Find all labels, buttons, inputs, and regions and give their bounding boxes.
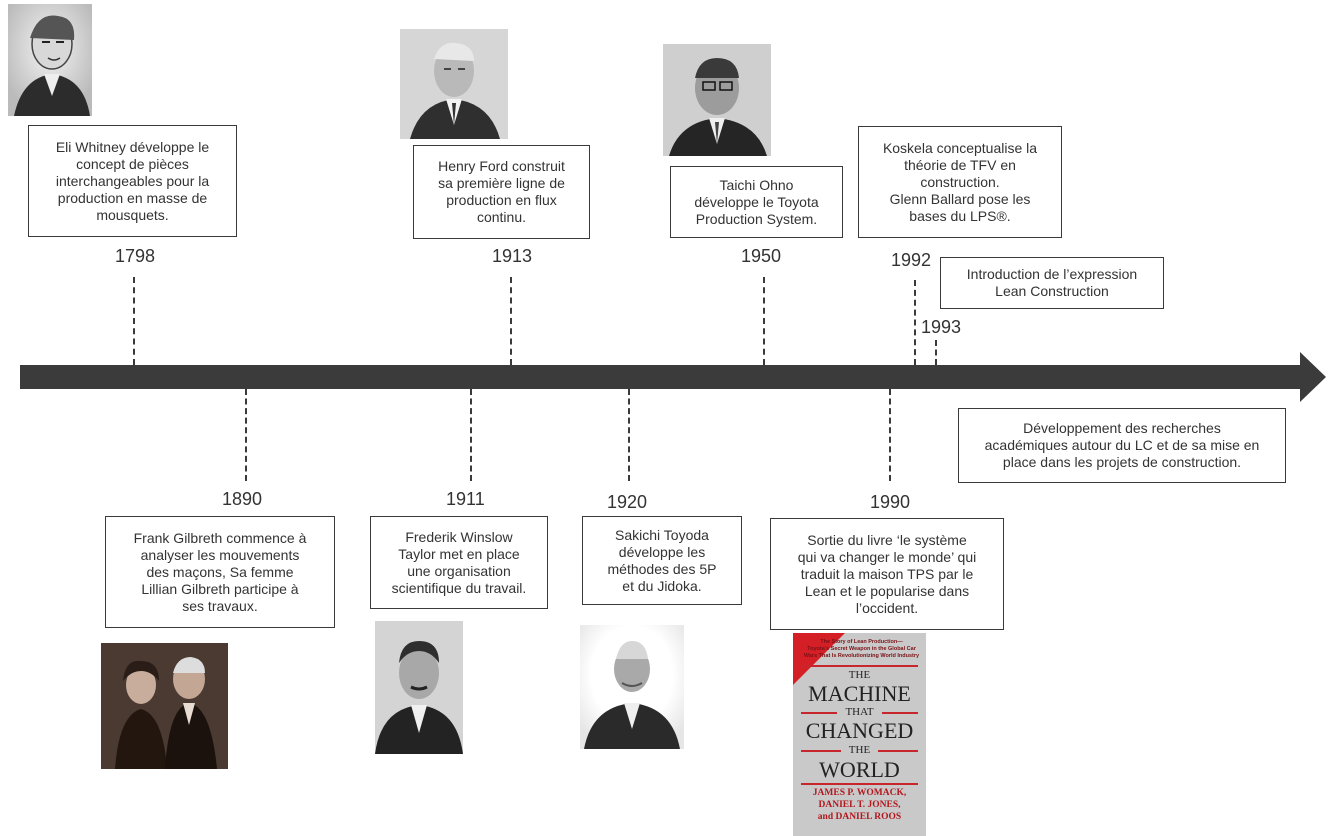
portrait-sakichi-toyoda — [580, 625, 684, 749]
event-line: bases du LPS®. — [909, 207, 1011, 224]
book-rule — [801, 712, 837, 714]
event-box-1992: Koskela conceptualise la théorie de TFV … — [858, 126, 1062, 238]
event-line: académiques autour du LC et de sa mise e… — [984, 437, 1260, 453]
book-rule — [801, 750, 841, 752]
event-line: Introduction de l’expression — [966, 266, 1138, 282]
book-subtitle-line: Toyota's Secret Weapon in the Global Car — [807, 646, 916, 652]
event-box-1911: Frederik Winslow Taylor met en place une… — [370, 516, 548, 609]
book-rule — [801, 783, 918, 785]
event-box-1950: Taichi Ohno développe le Toyota Producti… — [670, 166, 843, 238]
portrait-taichi-ohno — [663, 44, 771, 156]
event-line: Sortie du livre ‘le système — [807, 531, 967, 548]
book-title-the: THE — [848, 669, 871, 681]
book-cover-machine-that-changed-the-world: The Story of Lean Production— Toyota's S… — [793, 633, 926, 836]
event-line: traduit la maison TPS par le — [800, 565, 974, 582]
event-line: Taylor met en place — [398, 545, 520, 562]
event-line: concept de pièces — [76, 155, 189, 172]
book-corner-tag — [793, 633, 845, 685]
year-1890: 1890 — [222, 489, 263, 509]
book-rule — [801, 665, 918, 667]
year-1950: 1950 — [741, 246, 782, 266]
event-box-1890: Frank Gilbreth commence à analyser les m… — [105, 516, 335, 628]
event-line: production en masse de — [57, 189, 208, 206]
event-line: Production System. — [695, 210, 818, 227]
year-1911: 1911 — [446, 489, 485, 509]
event-line: Koskela conceptualise la — [882, 139, 1038, 156]
event-line: Développement des recherches — [1023, 420, 1221, 436]
event-line: continu. — [476, 209, 527, 225]
event-line: des maçons, Sa femme — [146, 563, 294, 580]
book-subtitle: The Story of Lean Production— Toyota's S… — [801, 639, 922, 660]
event-line: méthodes des 5P — [607, 560, 717, 577]
event-line: Sakichi Toyoda — [615, 526, 709, 543]
book-author-line: JAMES P. WOMACK, — [812, 788, 907, 798]
event-line: production en flux — [446, 192, 557, 208]
event-line: Lean et le popularise dans — [804, 582, 970, 599]
portrait-gilbreth-couple — [101, 643, 228, 769]
book-author-line: DANIEL T. JONES, — [818, 800, 901, 810]
event-line: Frank Gilbreth commence à — [133, 529, 307, 546]
connector-1798 — [133, 277, 135, 365]
year-1798: 1798 — [115, 246, 156, 266]
connector-1913 — [510, 277, 512, 365]
book-title-that: THAT — [845, 706, 874, 718]
connector-1920 — [628, 389, 630, 481]
portrait-frederick-taylor — [375, 621, 463, 754]
book-title-world: WORLD — [819, 757, 900, 782]
timeline-arrow — [20, 352, 1326, 402]
book-title-the-2: THE — [848, 744, 871, 756]
year-1990: 1990 — [870, 492, 911, 512]
event-line: qui va changer le monde’ qui — [797, 548, 977, 565]
event-line: Lean Construction — [995, 283, 1109, 299]
event-line: développe le Toyota — [694, 193, 819, 210]
year-1993: 1993 — [921, 317, 962, 337]
event-box-1913: Henry Ford construit sa première ligne d… — [413, 145, 590, 239]
book-subtitle-line: Wars That Is Revolutionizing World Indus… — [803, 653, 920, 659]
year-1920: 1920 — [607, 492, 648, 512]
event-line: l’occident. — [855, 599, 919, 616]
book-title-machine: MACHINE — [808, 681, 911, 706]
portrait-eli-whitney — [8, 4, 92, 116]
book-title-changed: CHANGED — [805, 718, 914, 743]
book-rule — [882, 712, 918, 714]
connector-1950 — [763, 277, 765, 365]
connector-1993 — [935, 340, 937, 365]
event-line: Lillian Gilbreth participe à — [141, 580, 299, 597]
event-line: scientifique du travail. — [391, 579, 527, 596]
event-line: Eli Whitney développe le — [55, 138, 210, 155]
event-line: Henry Ford construit — [438, 158, 565, 174]
event-line: construction. — [920, 173, 1000, 190]
event-box-1920: Sakichi Toyoda développe les méthodes de… — [582, 516, 742, 605]
year-1913: 1913 — [492, 246, 533, 266]
event-line: théorie de TFV en — [904, 156, 1016, 173]
event-line: développe les — [618, 543, 706, 560]
year-1992: 1992 — [891, 250, 932, 270]
event-line: une organisation — [407, 562, 511, 579]
event-line: Glenn Ballard pose les — [889, 190, 1031, 207]
event-line: Frederik Winslow — [405, 528, 513, 545]
event-box-1993: Introduction de l’expression Lean Constr… — [940, 257, 1164, 309]
book-rule — [878, 750, 918, 752]
book-authors: JAMES P. WOMACK, DANIEL T. JONES, and DA… — [793, 787, 926, 823]
event-box-1990: Sortie du livre ‘le système qui va chang… — [770, 518, 1004, 630]
book-author-line: and DANIEL ROOS — [817, 812, 902, 822]
connector-1990 — [889, 389, 891, 481]
connector-1911 — [470, 389, 472, 481]
event-box-1798: Eli Whitney développe le concept de pièc… — [28, 125, 237, 237]
book-subtitle-line: The Story of Lean Production— — [820, 639, 903, 645]
event-line: sa première ligne de — [438, 175, 565, 191]
connector-1992 — [914, 280, 916, 365]
connector-1890 — [245, 389, 247, 481]
event-line: analyser les mouvements — [140, 546, 300, 563]
event-line: interchangeables pour la — [55, 172, 210, 189]
event-line: ses travaux. — [182, 597, 258, 614]
event-line: Taichi Ohno — [719, 176, 794, 193]
event-line: et du Jidoka. — [622, 577, 702, 594]
portrait-henry-ford — [400, 29, 508, 139]
event-box-after: Développement des recherches académiques… — [958, 408, 1286, 483]
event-line: place dans les projets de construction. — [1002, 454, 1242, 470]
event-line: mousquets. — [96, 206, 169, 223]
